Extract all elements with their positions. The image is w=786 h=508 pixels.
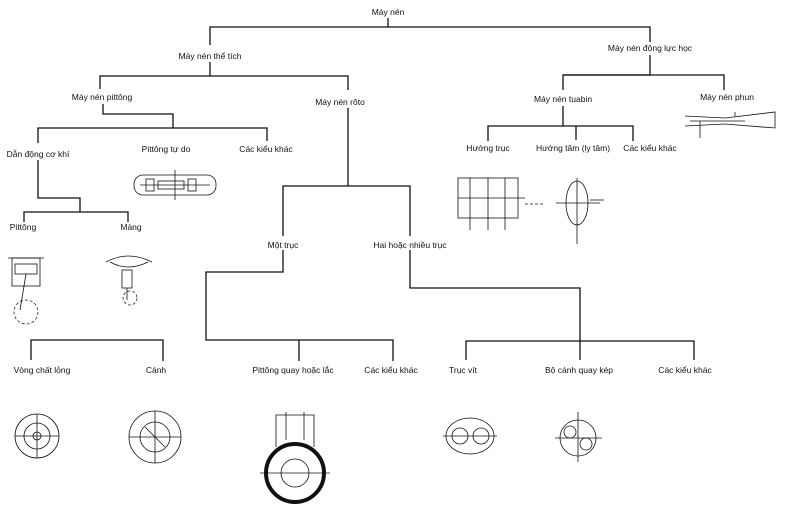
turbine-label: Máy nén tuabin [533,94,593,104]
single-shaft-label: Một trục [267,240,299,250]
ejector-drawing [684,111,776,138]
free-piston-drawing [133,170,217,200]
liquid-ring-drawing [14,413,60,459]
vane-label: Cánh [145,365,167,375]
axial-label: Hướng trục [466,143,510,153]
single-stem [205,250,284,288]
turbine-branch-line [487,125,634,141]
multi-shaft-label: Hai hoặc nhiều trục [373,240,447,250]
multi-branch-line [465,340,695,360]
lobe-drawing [555,412,602,462]
vane-drawing [128,410,182,464]
diaphragm-label: Màng [120,222,142,232]
multi-stem [409,250,581,360]
recip-branch-line [37,127,268,143]
recip-other-label: Các kiểu khác [239,144,293,154]
rolling-piston-label: Pittông quay hoặc lắc [252,365,334,375]
piston-drawing [8,257,44,325]
free-piston-label: Pittông tự do [141,144,191,154]
single-branch-right [299,339,394,361]
root-branch-line [209,26,651,45]
rotary-branch-line [282,185,411,236]
root-label: Máy nén [371,7,405,17]
piston-label: Pittông [9,222,37,232]
diaphragm-drawing [105,255,153,306]
positive-displacement-label: Máy nén thể tích [178,51,242,61]
rotary-label: Máy nén rôto [315,97,365,107]
positive-branch-line [99,75,349,90]
radial-label: Hướng tâm (ly tâm) [535,143,611,153]
liquid-ring-label: Vòng chất lỏng [13,365,71,375]
multi-other-label: Các kiểu khác [658,365,712,375]
mech-stem [37,160,81,212]
single-other-label: Các kiểu khác [364,365,418,375]
screw-label: Trục vít [448,365,478,375]
dynamic-stem [562,55,651,90]
dynamic-compressor-label: Máy nén động lực học [607,43,693,53]
axial-compressor-drawing [457,177,545,230]
screw-drawing [443,417,497,455]
single-branch-mid [205,288,300,361]
centrifugal-compressor-drawing [556,178,604,244]
reciprocating-label: Máy nén pittông [71,92,133,102]
mech-branch-line [23,211,129,222]
ejector-label: Máy nén phun [700,92,754,102]
dynamic-branch-line [563,74,725,90]
lobe-label: Bộ cánh quay kép [544,365,614,375]
turbine-other-label: Các kiểu khác [623,143,677,153]
rolling-piston-drawing [260,412,330,504]
recip-stem [102,104,174,128]
single-branch-left [30,339,164,361]
mechanical-drive-label: Dẫn động cơ khí [6,149,70,159]
